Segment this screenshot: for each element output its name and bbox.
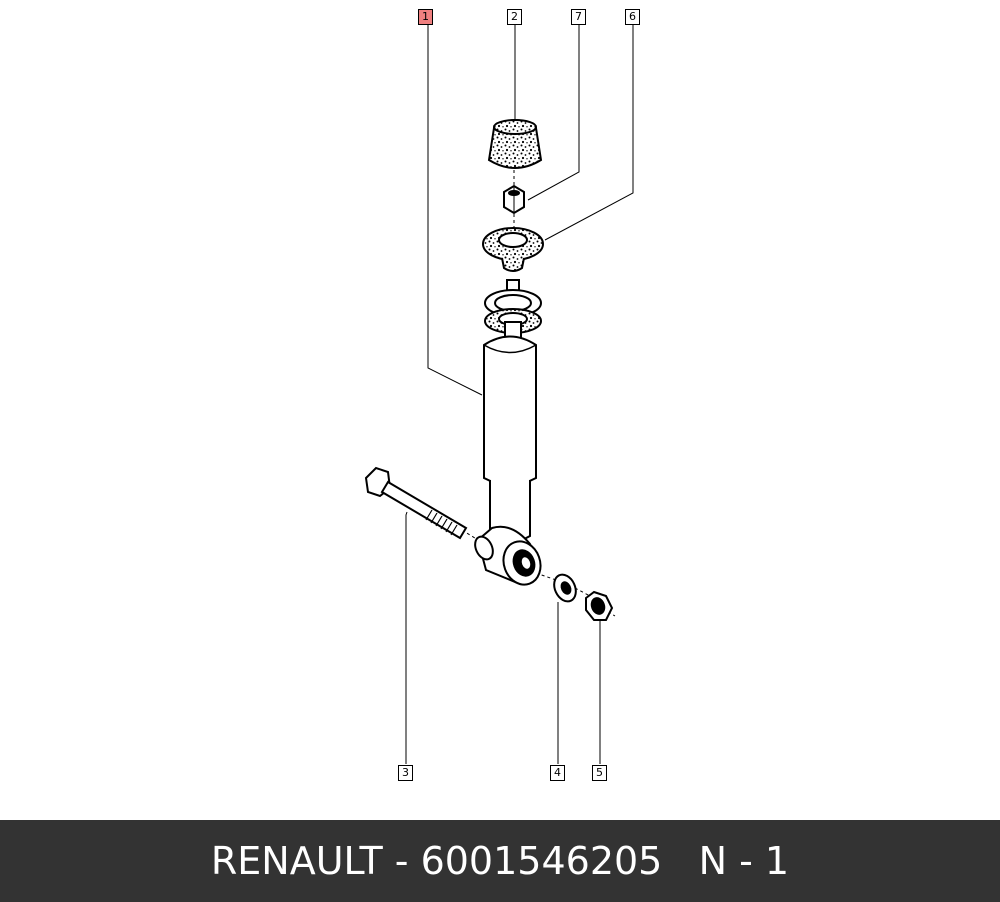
footer-brand: RENAULT <box>210 839 383 883</box>
callout-3[interactable]: 3 <box>398 765 413 781</box>
callout-4[interactable]: 4 <box>550 765 565 781</box>
shock-top-bushings <box>484 279 542 339</box>
part-6-rubber-mount <box>482 227 544 272</box>
footer-part-number: 6001546205 <box>420 839 663 883</box>
footer-bar: RENAULT - 6001546205 N - 1 <box>0 820 1000 902</box>
footer-page-label: N - 1 <box>698 839 790 883</box>
part-1-shock-absorber <box>474 335 542 586</box>
leader-6 <box>544 25 634 241</box>
callout-6[interactable]: 6 <box>625 9 640 25</box>
part-3-bolt <box>364 466 468 540</box>
leader-1 <box>427 25 483 396</box>
exploded-parts-diagram <box>364 25 634 764</box>
part-4-washer <box>553 573 577 603</box>
part-7-nut <box>503 184 525 215</box>
part-5-nut <box>585 590 614 621</box>
leader-lines <box>405 25 634 764</box>
callout-7[interactable]: 7 <box>571 9 586 25</box>
leader-3 <box>405 511 408 764</box>
callout-1[interactable]: 1 <box>418 9 433 25</box>
part-2-bump-stop <box>487 119 543 169</box>
footer-separator: - <box>382 839 421 883</box>
callout-2[interactable]: 2 <box>507 9 522 25</box>
callout-5[interactable]: 5 <box>592 765 607 781</box>
leader-7 <box>527 25 580 201</box>
